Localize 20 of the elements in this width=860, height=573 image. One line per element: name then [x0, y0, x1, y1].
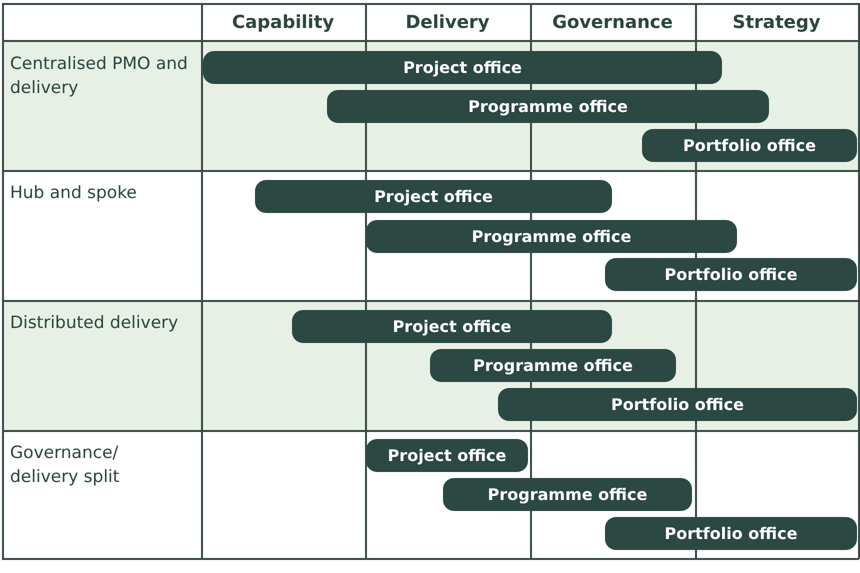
column-header: Strategy	[731, 11, 822, 35]
timeline-bar: Project office	[203, 51, 722, 84]
timeline-bar: Programme office	[443, 478, 692, 511]
timeline-bar: Portfolio office	[605, 517, 857, 550]
timeline-bar: Portfolio office	[498, 388, 857, 421]
row-label: Hub and spoke	[10, 182, 138, 205]
row-label: Centralised PMO and delivery	[10, 53, 189, 100]
column-header: Delivery	[404, 11, 491, 35]
timeline-bar: Programme office	[327, 90, 769, 123]
row-label: Distributed delivery	[10, 312, 180, 335]
timeline-bar: Programme office	[430, 349, 676, 382]
timeline-bar: Portfolio office	[605, 258, 857, 291]
timeline-bar: Project office	[255, 180, 612, 213]
column-header: Capability	[230, 11, 336, 35]
timeline-bar: Project office	[292, 310, 612, 343]
timeline-bar: Programme office	[366, 220, 737, 253]
row-label: Governance/ delivery split	[10, 442, 120, 489]
column-header: Governance	[551, 11, 674, 35]
timeline-bar: Portfolio office	[642, 129, 857, 162]
timeline-bar: Project office	[366, 439, 528, 472]
